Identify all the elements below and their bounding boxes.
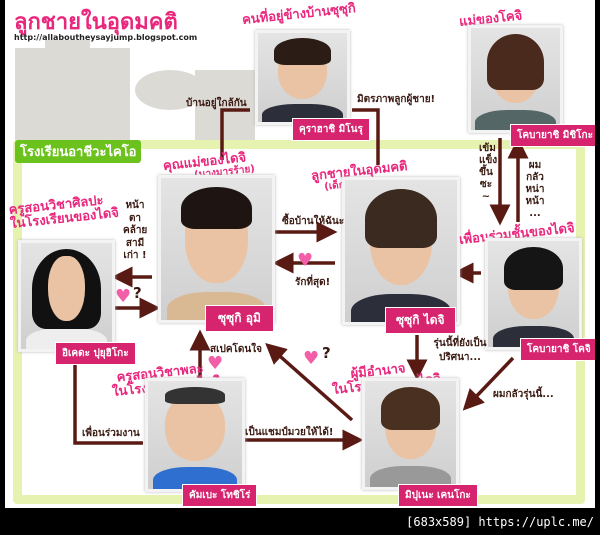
ikeda-photo (18, 240, 115, 352)
heart-icon: ♥ (115, 286, 132, 307)
house-silhouette (195, 70, 255, 140)
label-daiji-to-mippune: รุ่นนี้ที่ยังเป็น ปริศนา... (433, 338, 487, 363)
label-michiko-to-koji: เข้ม แข็ง ขึ้น ซะ ~ (479, 143, 498, 202)
label-friendship: มิตรภาพลูกผู้ชาย! (357, 94, 436, 105)
kurahashi-name: คุราฮาชิ มิโนรุ (292, 118, 370, 141)
school-label: โรงเรียนอาชีวะไคโอ (15, 140, 142, 163)
label-koji-to-mippune: ผมกลัวรุ่นนี้... (493, 389, 554, 400)
daiji-photo (342, 177, 460, 325)
michiko-name: โคบายาชิ มิชิโกะ (510, 124, 595, 147)
image-host-footer: [683x589] https://uplc.me/ (406, 515, 594, 529)
label-umi-to-daiji: ซื้อบ้านให้ฉันะ (282, 216, 345, 227)
kanbe-photo (145, 378, 245, 492)
umi-name: ซุซุกิ อุมิ (205, 305, 274, 332)
koji-photo (485, 238, 582, 350)
label-kanbe-to-umi: สเปคโดนใจ (210, 344, 263, 355)
heart-icon: ♥ (207, 353, 224, 374)
label-kanbe-to-mippune: เป็นแชมป์มวยให้ได้! (245, 427, 334, 438)
kurahashi-photo (255, 30, 350, 125)
umi-photo (158, 175, 275, 323)
label-koji-to-michiko: ผม กลัว หน่า หน้า ... (525, 160, 545, 219)
mippune-photo (362, 378, 459, 490)
heart-icon: ♥ (303, 348, 320, 369)
school-tower (45, 40, 90, 55)
school-silhouette (15, 48, 130, 143)
michiko-photo (468, 25, 563, 133)
tree-silhouette (135, 70, 205, 110)
label-ikeda-kanbe: เพื่อนร่วมงาน (82, 428, 140, 439)
heart-icon: ♥ (297, 250, 314, 271)
kanbe-name: คัมเบะ โทชิโร่ (182, 484, 258, 507)
page-title: ลูกชายในอุดมคติ (14, 10, 178, 35)
relationship-chart: ลูกชายในอุดมคติ http://allaboutheysayjum… (5, 0, 595, 508)
blog-url[interactable]: http://allaboutheysayjump.blogspot.com (14, 33, 198, 42)
connector-lines (73, 108, 529, 451)
label-neighbors: บ้านอยู่ใกล้กัน (186, 98, 247, 109)
question-mark: ? (322, 344, 331, 362)
label-umi-to-ikeda: หน้า ตา คล้าย สามี เก่า ! (123, 200, 148, 261)
daiji-name: ซุซุกิ ไดจิ (385, 307, 456, 334)
koji-name: โคบายาชิ โคจิ (520, 338, 595, 361)
label-daiji-to-umi: รักที่สุด! (295, 277, 331, 288)
mippune-name: มิปุเนะ เคนโกะ (398, 484, 478, 507)
ikeda-name: อิเคดะ ปุยุฮิโกะ (55, 342, 136, 365)
question-mark: ? (133, 284, 142, 302)
